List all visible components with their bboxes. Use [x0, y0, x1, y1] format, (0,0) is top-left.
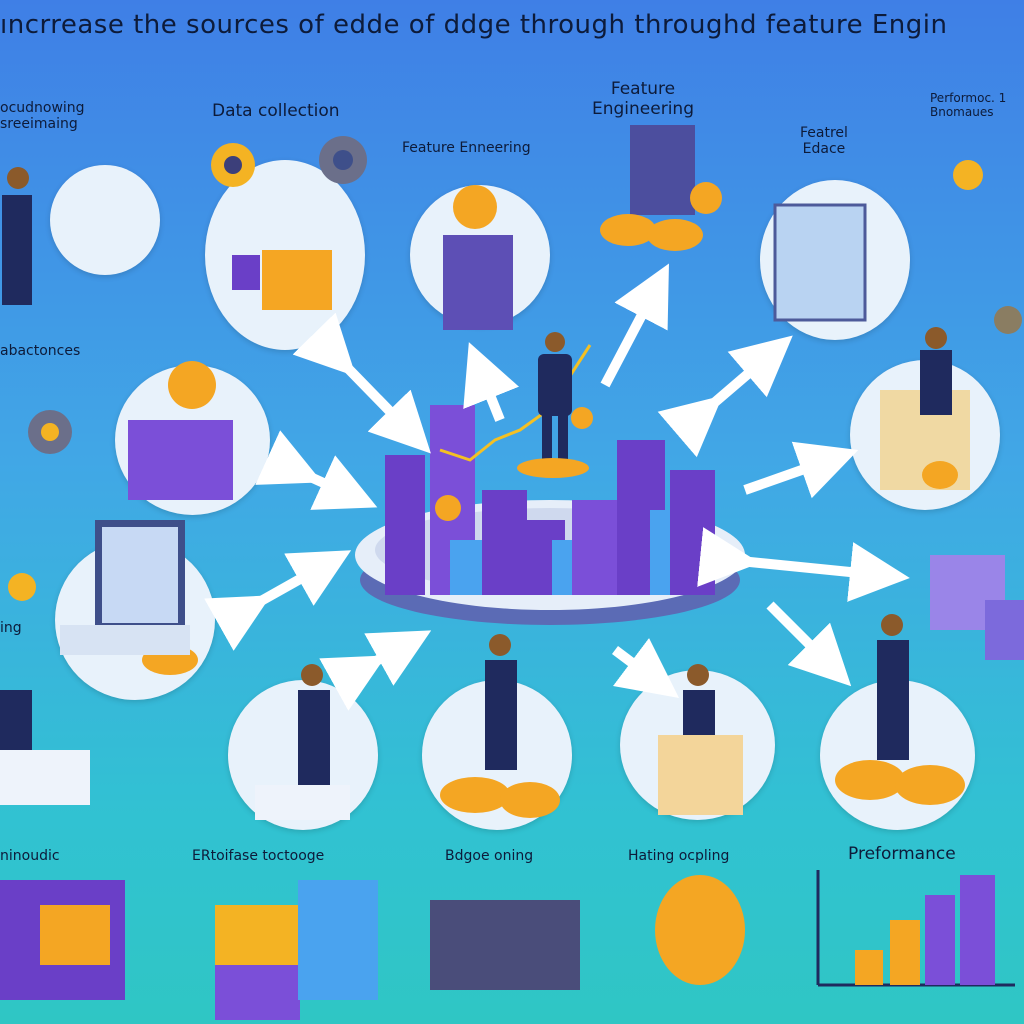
label-bottom-4: Hating ocpling [628, 848, 730, 864]
label-bottom-left: ninoudic [0, 848, 60, 864]
arrow-icon [463, 263, 859, 698]
label-feature-enneering: Feature Enneering [402, 140, 531, 156]
label-bottom-5: Preformance [848, 844, 956, 864]
label-bottom-3: Bdgoe oning [445, 848, 534, 864]
gear-icon [8, 136, 1022, 601]
node-circle [50, 165, 160, 275]
label-data-collection: Data collection [212, 101, 340, 121]
label-top-left: ocudnowing sreeimaing [0, 100, 85, 133]
label-performance-top: Performoc. 1 Bnomaues [930, 91, 1007, 119]
box-icon [0, 735, 743, 820]
label-mid-left: abactonces [0, 343, 81, 359]
page-title: ıncrrease the sources of edde of ddge th… [0, 10, 948, 40]
person-icon [435, 332, 593, 521]
arrow-icon [204, 312, 910, 711]
laptop-icon [60, 520, 190, 655]
label-bottom-2: ERtoifase toctooge [192, 848, 325, 864]
label-featrel-edace: Featrel Edace [800, 125, 848, 158]
bar-chart-icon [816, 870, 1015, 987]
bar-chart-icon [385, 344, 715, 595]
box-icon [0, 880, 580, 1020]
label-left-bottom: ing [0, 620, 22, 636]
label-feature-engineering: Feature Engineering [592, 79, 694, 119]
coin-icon [128, 125, 965, 985]
